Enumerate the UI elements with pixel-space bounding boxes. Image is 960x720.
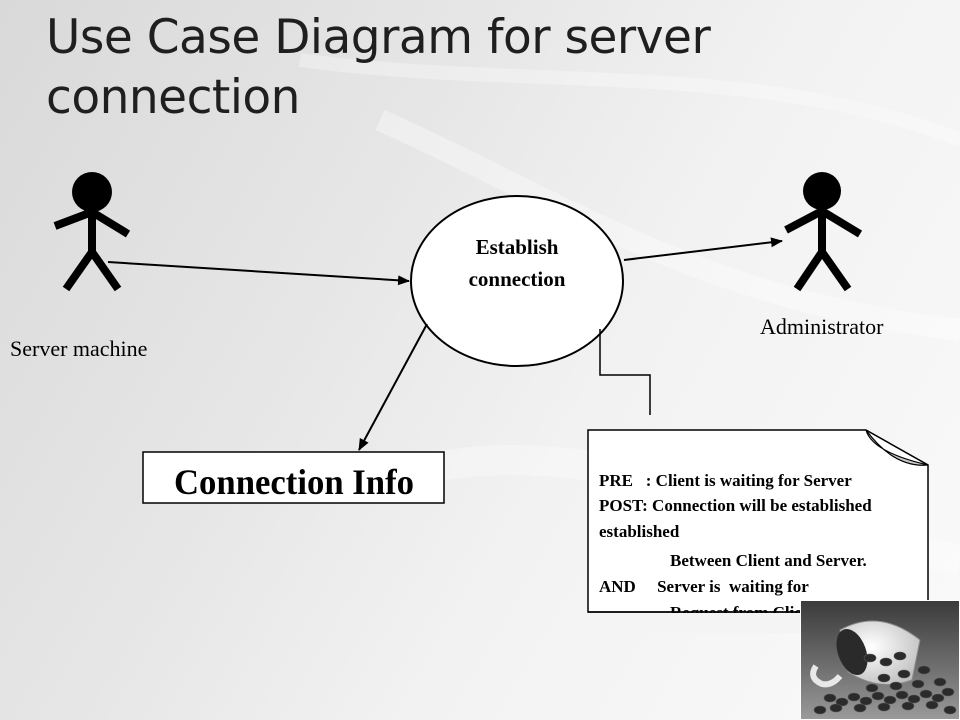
note-line-3: established <box>599 522 680 541</box>
server-actor-label: Server machine <box>10 336 147 361</box>
slide-title: Use Case Diagram for server connection <box>46 8 711 128</box>
note-line-1: PRE : Client is waiting for Server <box>599 471 852 490</box>
title-line-1: Use Case Diagram for server <box>46 10 711 65</box>
note-line-2: POST: Connection will be established <box>599 496 872 515</box>
admin-actor-label: Administrator <box>760 314 884 339</box>
note-line-5: AND Server is waiting for <box>599 577 809 596</box>
use-case-establish-connection: Establish connection <box>410 195 624 367</box>
connection-info-label: Connection Info <box>174 462 414 502</box>
note-connector <box>599 329 651 415</box>
arrow-server-to-usecase <box>107 261 410 286</box>
title-line-2: connection <box>46 70 300 125</box>
arrow-usecase-to-admin <box>623 237 783 261</box>
note-line-4: Between Client and Server. <box>670 551 867 570</box>
use-case-label-line-1: Establish <box>476 235 559 259</box>
connection-info-box: Connection Info <box>142 451 445 504</box>
coffee-beans-photo <box>800 600 960 720</box>
arrow-usecase-to-info <box>358 323 428 451</box>
use-case-label-line-2: connection <box>469 267 566 291</box>
server-actor-icon <box>53 172 131 292</box>
admin-actor-icon <box>784 172 863 292</box>
note-fold-icon <box>865 429 929 466</box>
